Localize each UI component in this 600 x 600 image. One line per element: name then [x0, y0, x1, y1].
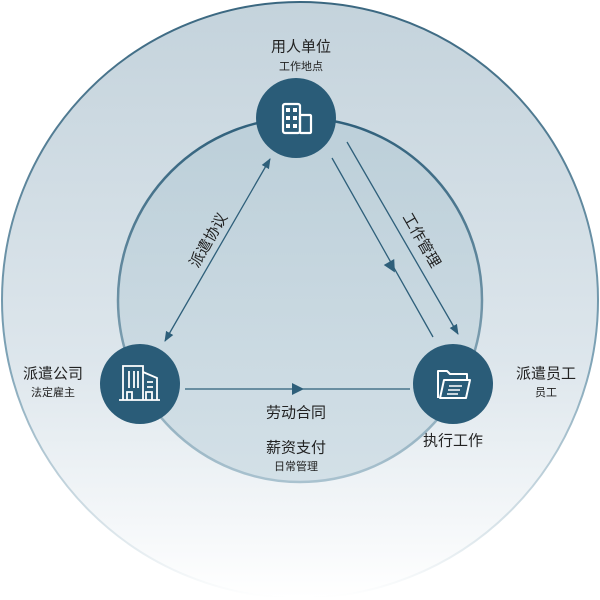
inner-circle	[116, 116, 484, 484]
office-buildings-icon	[119, 365, 160, 401]
employer-node[interactable]	[256, 78, 336, 158]
agency-title: 派遣公司	[22, 364, 84, 383]
work-flow-line	[331, 157, 434, 338]
employee-node[interactable]	[413, 344, 493, 424]
employee-title: 派遣员工	[515, 364, 577, 383]
employee-subtitle: 员工	[535, 386, 557, 399]
work-management-arrow	[346, 141, 459, 335]
work-flow-arrowhead	[383, 259, 395, 273]
agreement-arrow	[164, 158, 271, 342]
labor-contract-arrowhead	[292, 383, 304, 395]
building-icon	[281, 102, 313, 135]
salary-label: 薪资支付	[265, 438, 327, 457]
employer-title: 用人单位	[270, 37, 332, 56]
agency-subtitle: 法定雇主	[31, 386, 75, 399]
agency-node[interactable]	[100, 344, 180, 424]
labor-contract-label: 劳动合同	[265, 403, 327, 422]
daily-management-label: 日常管理	[274, 460, 318, 473]
folder-document-icon	[437, 370, 471, 399]
employer-subtitle: 工作地点	[279, 60, 323, 73]
employee-action: 执行工作	[422, 431, 484, 450]
